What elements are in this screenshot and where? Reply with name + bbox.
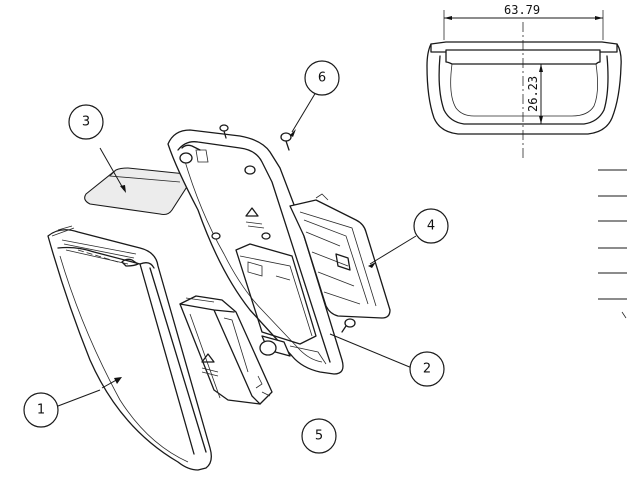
callout-5: 5 bbox=[301, 418, 337, 454]
callout-6: 6 bbox=[304, 60, 340, 96]
part-1-front-cover bbox=[47, 225, 212, 471]
callout-2: 2 bbox=[409, 351, 445, 387]
callout-1: 1 bbox=[23, 389, 101, 428]
height-dimension: 26.23 bbox=[526, 76, 540, 112]
callout-5-label: 5 bbox=[315, 429, 323, 444]
part-6-screw bbox=[219, 91, 356, 333]
callout-4: 4 bbox=[413, 208, 449, 244]
width-dimension: 63.79 bbox=[504, 3, 540, 17]
part-2-main-housing bbox=[167, 129, 413, 375]
callout-2-label: 2 bbox=[423, 362, 431, 377]
part-5-battery-pack bbox=[179, 295, 273, 405]
part-4-battery-door bbox=[289, 193, 417, 319]
callout-3-label: 3 bbox=[82, 115, 90, 130]
table-lines-partial bbox=[598, 169, 627, 319]
callout-4-label: 4 bbox=[427, 219, 435, 234]
callout-6-label: 6 bbox=[318, 71, 326, 86]
section-outer-profile bbox=[426, 41, 622, 135]
cross-section-view: 63.79 26.23 bbox=[426, 3, 622, 158]
callout-1-label: 1 bbox=[37, 403, 45, 418]
callout-3: 3 bbox=[68, 104, 104, 140]
